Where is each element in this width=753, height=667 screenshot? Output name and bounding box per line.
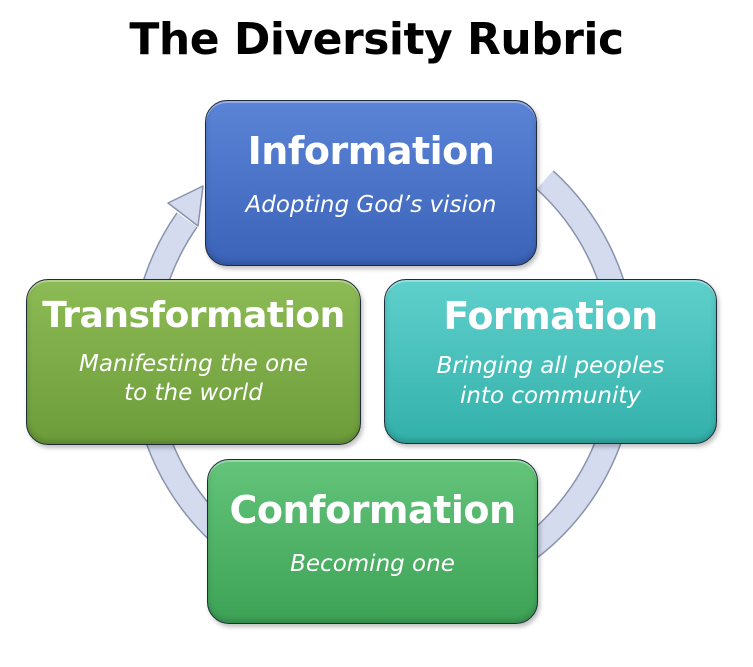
stage-formation-box: Formation Bringing all peoples into comm… (384, 279, 717, 444)
stage-conformation-heading: Conformation (229, 488, 516, 532)
stage-conformation-box: Conformation Becoming one (207, 459, 538, 624)
stage-transformation-description: Manifesting the one to the world (79, 350, 308, 407)
stage-information-heading: Information (247, 129, 495, 173)
cycle-arrowhead (167, 185, 204, 227)
stage-transformation-box: Transformation Manifesting the one to th… (26, 279, 361, 445)
stage-information-description: Adopting God’s vision (245, 191, 497, 218)
stage-conformation-description: Becoming one (290, 550, 455, 577)
stage-formation-heading: Formation (443, 294, 658, 338)
stage-information-box: Information Adopting God’s vision (205, 100, 537, 266)
stage-transformation-heading: Transformation (42, 295, 345, 336)
stage-formation-description: Bringing all peoples into community (436, 352, 665, 409)
diagram-title: The Diversity Rubric (129, 14, 624, 65)
